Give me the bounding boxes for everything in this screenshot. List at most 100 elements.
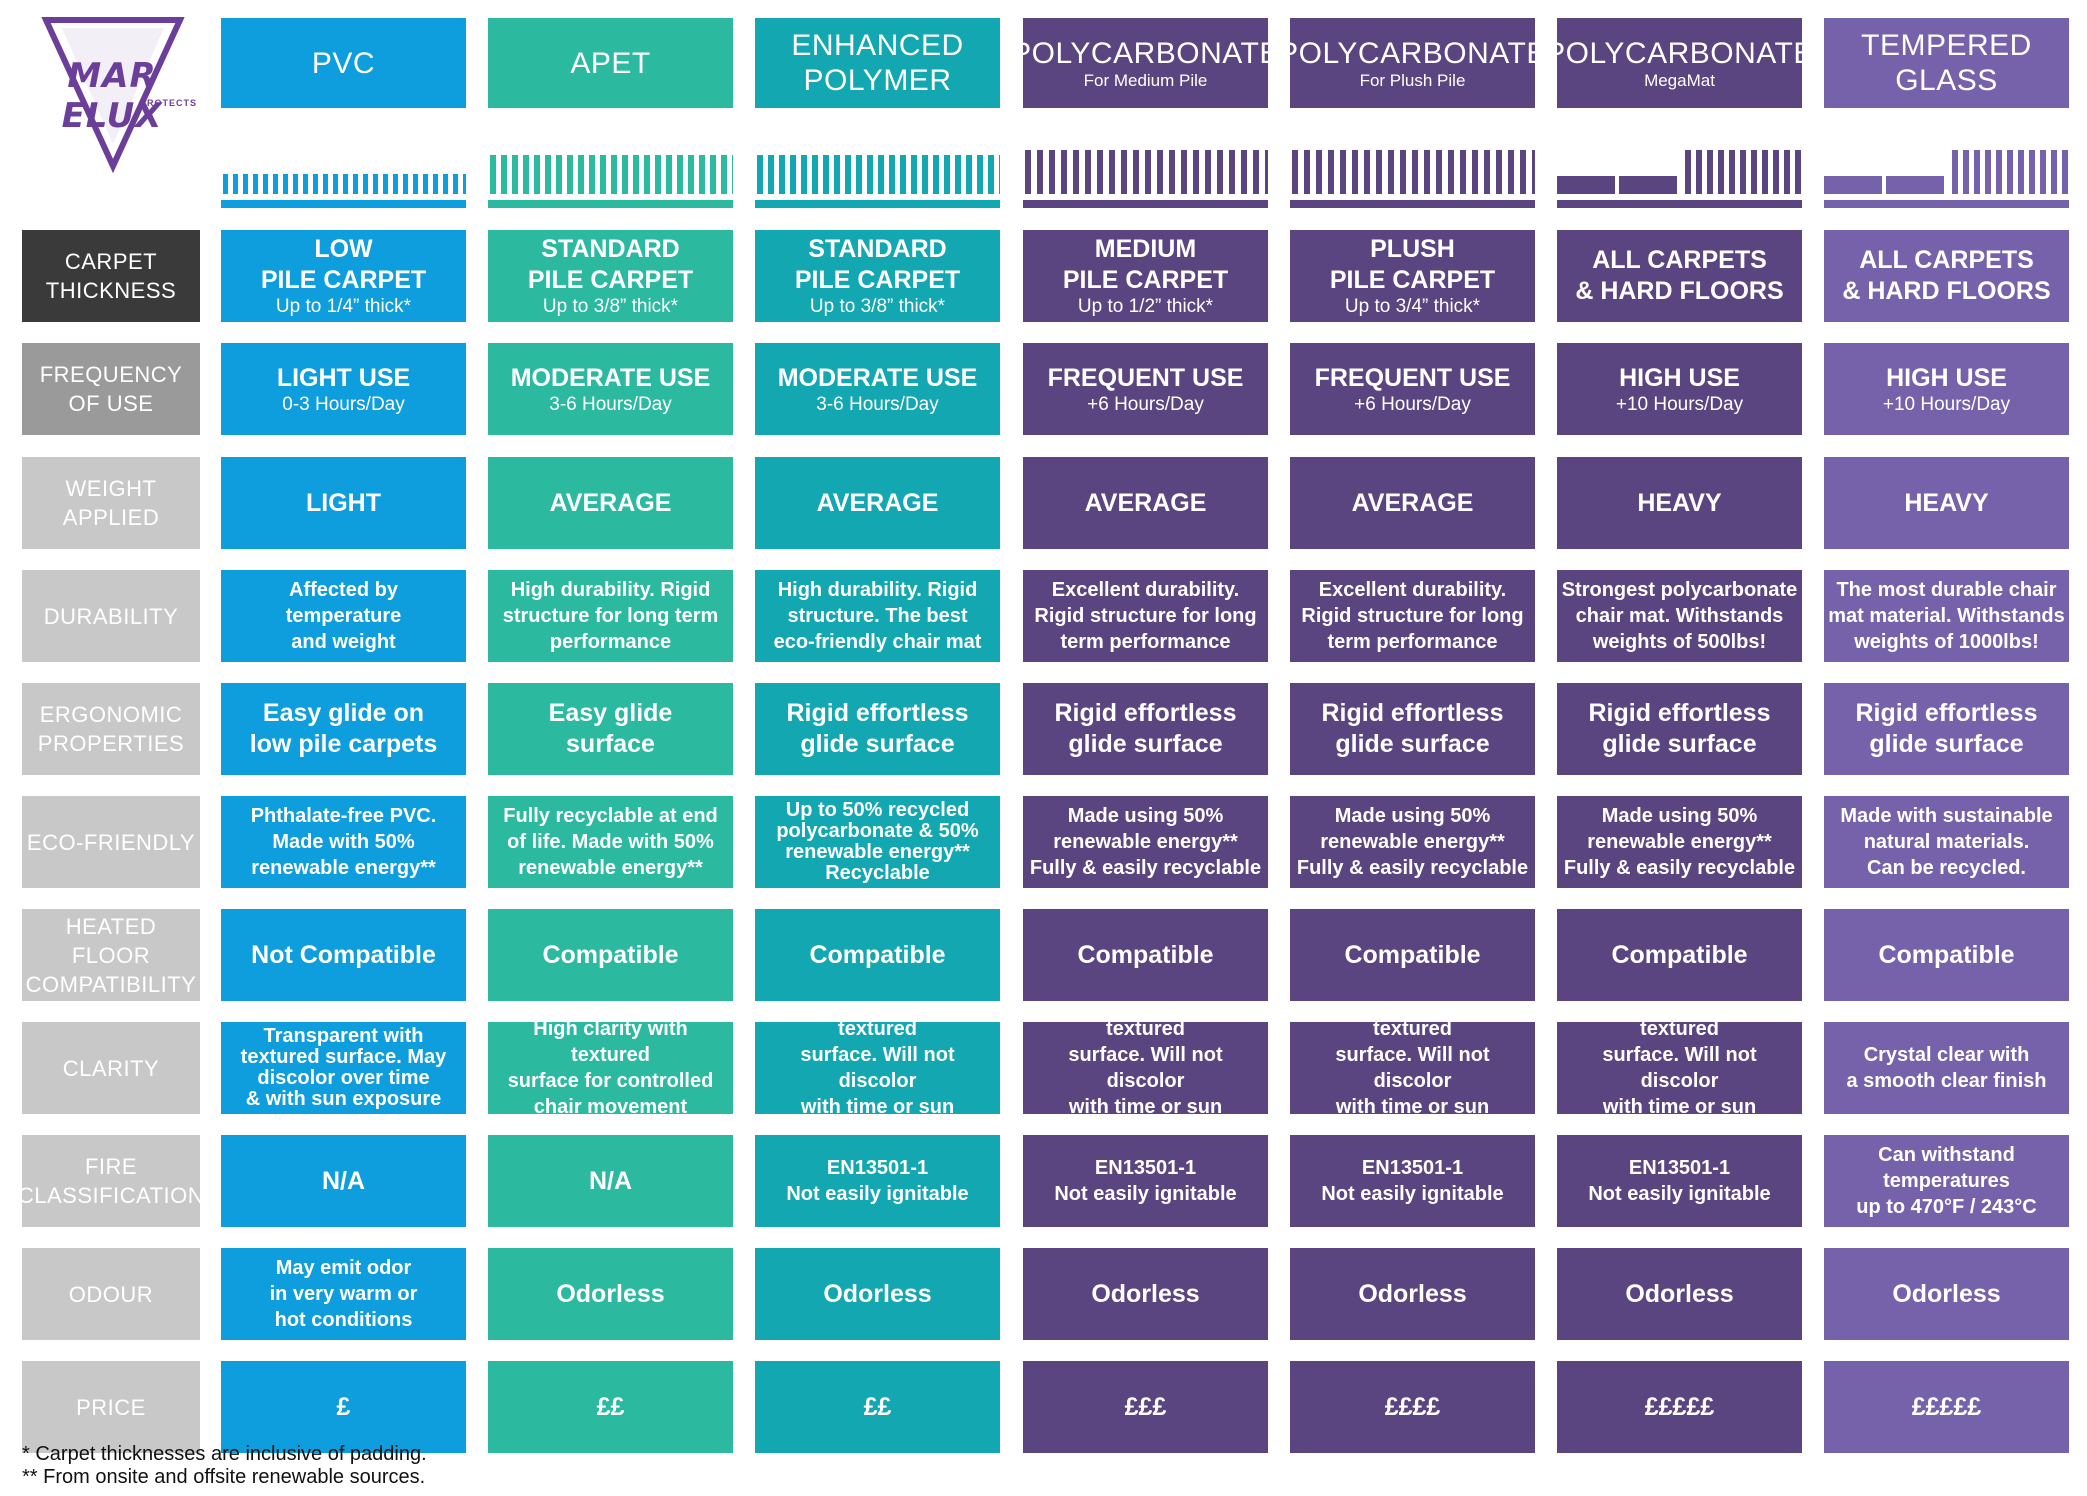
cell-value: PILE CARPET	[1329, 266, 1496, 294]
cell-value: ALL CARPETS	[1859, 246, 2034, 274]
cell-value: FREQUENT USE	[1047, 363, 1244, 392]
cell-subvalue: +10 Hours/Day	[1882, 393, 2011, 415]
cell-text-line: The most durable chair	[1836, 579, 2057, 601]
cell-value: PILE CARPET	[260, 266, 427, 294]
column-title: POLYCARBONATE	[1023, 36, 1268, 70]
cell-text-line: Can be recycled.	[1867, 857, 2026, 879]
cell-value: £	[336, 1392, 351, 1421]
cell-text-line: Rigid structure for long	[1301, 605, 1524, 627]
cell-text-line: eco-friendly chair mat	[773, 631, 982, 653]
cell-value: HIGH USE	[1619, 363, 1740, 392]
logo-triangle-icon	[41, 17, 185, 174]
column-subtitle: For Medium Pile	[1083, 70, 1208, 90]
cell-text-line: hot conditions	[274, 1309, 413, 1331]
table-cell: ALL CARPETS& HARD FLOORS	[1824, 230, 2069, 322]
cell-text-line: of life. Made with 50%	[507, 831, 714, 853]
column-header-1: PVC	[221, 18, 466, 108]
row-label: FREQUENCY OF USE	[22, 343, 200, 435]
cell-text-line: a smooth clear finish	[1846, 1070, 2047, 1092]
cell-value: glide surface	[1869, 730, 2024, 758]
cell-value: Odorless	[1625, 1279, 1734, 1308]
cell-text-line: renewable energy**	[1053, 831, 1238, 853]
cell-text-line: Made using 50%	[1067, 805, 1224, 827]
cell-text-line: term performance	[1060, 631, 1231, 653]
cell-text-line: Strongest polycarbonate	[1561, 579, 1798, 601]
cell-text-line: renewable energy**	[518, 857, 703, 879]
row-label-line: APPLIED	[62, 505, 160, 530]
cell-text-line: Not easily ignitable	[1588, 1183, 1771, 1205]
cell-value: MEDIUM	[1094, 235, 1197, 263]
column-title: PVC	[311, 46, 376, 80]
cell-value: Not Compatible	[251, 940, 436, 969]
table-cell: Compatible	[755, 909, 1000, 1001]
table-cell: AVERAGE	[1290, 457, 1535, 549]
cell-text-line: weights of 1000lbs!	[1854, 631, 2039, 653]
cell-text-line: chair mat. Withstands	[1575, 605, 1784, 627]
row-label: ODOUR	[22, 1248, 200, 1340]
cell-text-line: Fully & easily recyclable	[1029, 857, 1262, 879]
row-label-line: ODOUR	[68, 1281, 154, 1307]
cell-text-line: Made using 50%	[1601, 805, 1758, 827]
row-label-line: DURABILITY	[43, 603, 179, 629]
cell-text-line: Up to 50% recycled	[785, 799, 970, 821]
cell-value: AVERAGE	[1084, 488, 1207, 517]
cell-value: £££	[1124, 1392, 1167, 1421]
footnote-renewable: ** From onsite and offsite renewable sou…	[22, 1466, 426, 1488]
row-label: PRICE	[22, 1361, 200, 1453]
table-cell: Rigid effortless glide surface	[1824, 683, 2069, 775]
cell-value: PILE CARPET	[794, 266, 961, 294]
table-cell: Made using 50%renewable energy**Fully & …	[1557, 796, 1802, 888]
table-cell: Made using 50% renewable energy** Fully & …	[1023, 796, 1268, 888]
column-title: POLYCARBONATE	[1290, 36, 1535, 70]
row-label-line: FREQUENCY	[39, 362, 183, 387]
row-label-line: ECO-FRIENDLY	[26, 829, 196, 855]
cell-value: ALL CARPETS	[1592, 246, 1767, 274]
row-label-line: OF USE	[68, 391, 154, 416]
cell-text-line: Crystal clear with	[1863, 1044, 2030, 1066]
cell-value: MODERATE USE	[777, 363, 978, 392]
cell-text-line: in very warm or	[269, 1283, 418, 1305]
column-subtitle: MegaMat	[1644, 70, 1715, 90]
cell-value: PLUSH	[1370, 235, 1455, 263]
cell-text-line: EN13501-1	[826, 1157, 929, 1179]
cell-value: Rigid effortless	[1855, 699, 2038, 727]
table-cell: ££	[488, 1361, 733, 1453]
table-cell: Not Compatible	[221, 909, 466, 1001]
column-title: GLASS	[1895, 64, 1998, 97]
cell-text-line: High clarity with textured	[1373, 1022, 1452, 1040]
table-cell: ££	[755, 1361, 1000, 1453]
cell-subvalue: +6 Hours/Day	[1087, 393, 1204, 415]
cell-value: Compatible	[542, 940, 679, 969]
cell-text-line: Not easily ignitable	[786, 1183, 969, 1205]
cell-text-line: with time or sun exposure	[800, 1096, 955, 1114]
cell-text-line: with time or sun exposure	[1602, 1096, 1757, 1114]
cell-value: Compatible	[1344, 940, 1481, 969]
cell-text-line: with time or sun exposure	[1335, 1096, 1490, 1114]
cell-value: glide surface	[1068, 730, 1223, 758]
cell-text-line: temperatures	[1883, 1170, 2010, 1192]
logo-wordmark: MAR ELUX	[61, 56, 163, 136]
cell-value: glide surface	[1335, 730, 1490, 758]
cell-text-line: renewable energy**	[785, 841, 970, 863]
low-pile-icon	[221, 174, 466, 208]
row-label-line: ERGONOMIC	[39, 702, 183, 727]
cell-text-line: renewable energy**	[1320, 831, 1505, 853]
cell-text-line: surface. Will not discolor	[1335, 1044, 1490, 1092]
